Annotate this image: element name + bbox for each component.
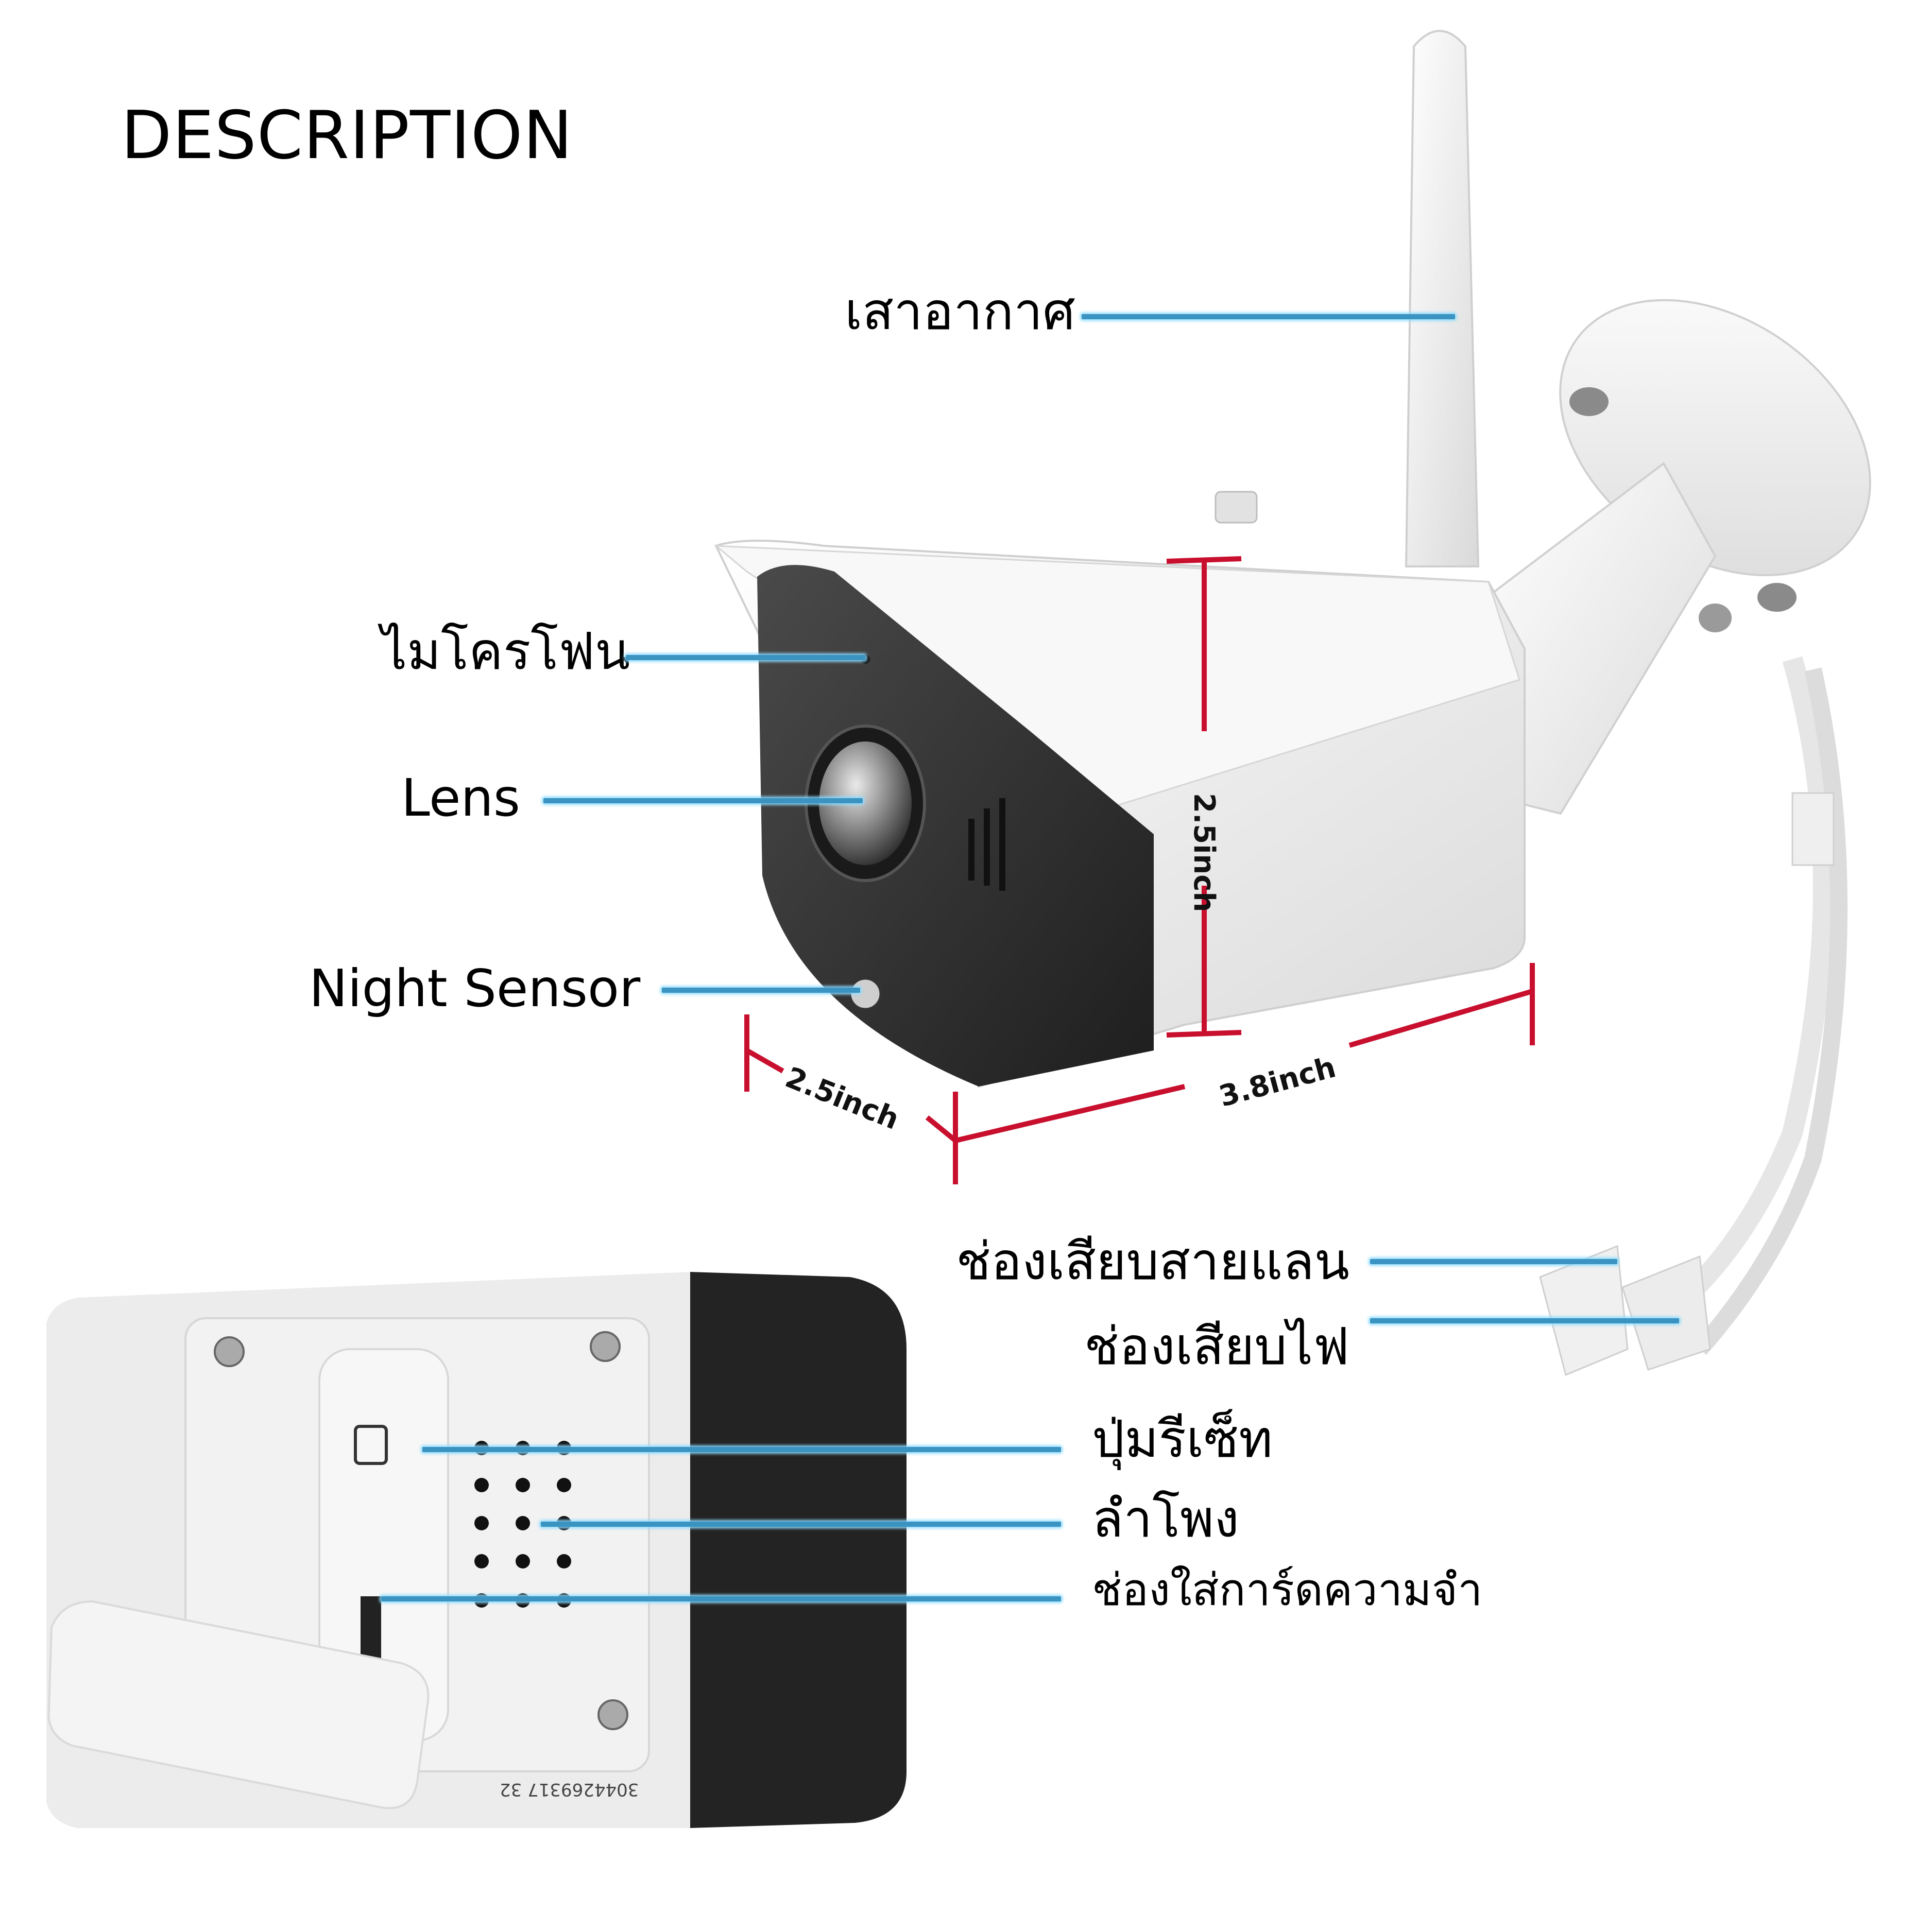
mount-bracket-icon xyxy=(1492,299,1871,815)
serial-number: 3044269317 32 xyxy=(500,1779,639,1800)
lens-icon xyxy=(819,742,912,865)
antenna-icon xyxy=(1405,30,1480,567)
leader-line-lan-port xyxy=(1370,1259,1617,1264)
night-sensor-icon xyxy=(848,977,882,1011)
leader-line-power-port xyxy=(1370,1318,1679,1323)
label-lens: Lens xyxy=(401,768,520,828)
dimension-lines xyxy=(744,556,1535,1184)
leader-line-reset-button xyxy=(422,1447,1061,1452)
label-night-sensor: Night Sensor xyxy=(309,958,641,1019)
cable-icon xyxy=(1642,656,1834,1337)
leader-line-memory-card-slot xyxy=(381,1596,1061,1601)
leader-line-lens xyxy=(543,798,863,803)
label-memory-card-slot: ช่องใส่การ์ดความจำ xyxy=(1092,1564,1483,1616)
reset-button-icon xyxy=(354,1425,388,1465)
camera-bottom-view-icon xyxy=(46,1272,907,1828)
bullet-camera-icon xyxy=(713,491,1526,1088)
leader-line-night-sensor xyxy=(662,988,860,993)
lan-connector-icon xyxy=(1539,1245,1629,1376)
leader-line-antenna xyxy=(1082,314,1455,319)
leader-line-microphone xyxy=(626,655,865,660)
label-power-port: ช่องเสียบไฟ xyxy=(1084,1316,1349,1376)
label-antenna: เสาอากาศ xyxy=(845,281,1075,341)
label-reset-button: ปุ่มรีเซ็ท xyxy=(1092,1409,1273,1469)
label-microphone: ไมโครโฟน xyxy=(381,621,630,681)
dimension-height: 2.5inch xyxy=(1187,793,1221,912)
leader-line-speaker xyxy=(541,1522,1061,1527)
power-connector-icon xyxy=(1621,1255,1711,1371)
label-lan-port: ช่องเสียบสายแลน xyxy=(956,1231,1349,1291)
page-title: DESCRIPTION xyxy=(121,97,573,174)
label-speaker: ลำโพง xyxy=(1092,1489,1239,1549)
